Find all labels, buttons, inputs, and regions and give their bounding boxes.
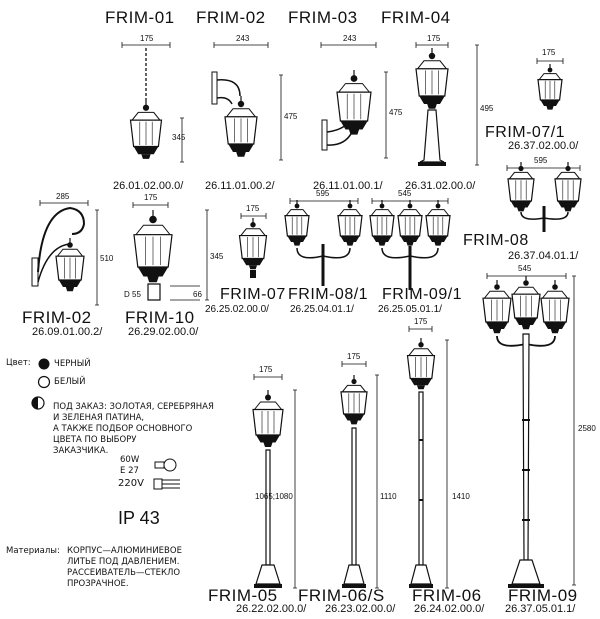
frim07-title: FRIM-07 bbox=[220, 286, 286, 303]
white-swatch-icon bbox=[39, 377, 50, 388]
frim02-drawing bbox=[32, 208, 84, 293]
frim04-code: 26.31.02.00.0/ bbox=[405, 180, 476, 192]
materials-label: Материалы: bbox=[6, 546, 60, 556]
frim07-drawing bbox=[238, 217, 268, 278]
frim02-code: 26.09.01.00.2/ bbox=[32, 326, 103, 338]
frim08-1-width: 595 bbox=[316, 189, 330, 198]
top-title-frim02: FRIM-02 bbox=[196, 8, 266, 27]
frim07-1-code: 26.37.02.00.0/ bbox=[508, 140, 579, 152]
ip-rating: IP 43 bbox=[118, 508, 160, 528]
top-title-frim03: FRIM-03 bbox=[288, 8, 358, 27]
frim01-code: 26.01.02.00.0/ bbox=[113, 180, 184, 192]
frim02-title: FRIM-02 bbox=[22, 308, 92, 327]
custom-order-note: ПОД ЗАКАЗ: ЗОЛОТАЯ, СЕРЕБРЯНАЯ И ЗЕЛЕНАЯ… bbox=[53, 402, 214, 456]
frim06s-height: 1110 bbox=[380, 492, 397, 501]
bulb-socket: E 27 bbox=[120, 466, 139, 476]
frim08-1-title: FRIM-08/1 bbox=[288, 286, 369, 303]
frim10-height: 345 bbox=[210, 252, 224, 261]
cfl-bulb-icon bbox=[154, 479, 180, 489]
frim04-width: 175 bbox=[427, 34, 441, 43]
frim08-width: 595 bbox=[534, 156, 548, 165]
frim08-1-code: 26.25.04.01.1/ bbox=[290, 304, 354, 315]
frim06s-drawing bbox=[340, 374, 368, 588]
top-title-frim01: FRIM-01 bbox=[105, 8, 175, 27]
materials-text: КОРПУС—АЛЮМИНИЕВОЕ ЛИТЬЕ ПОД ДАВЛЕНИЕМ. … bbox=[67, 546, 182, 589]
frim06s-code: 26.23.02.00.0/ bbox=[325, 603, 396, 615]
color-black-label: ЧЕРНЫЙ bbox=[54, 359, 91, 369]
bulb-power: 60W bbox=[120, 455, 140, 465]
frim07-1-title: FRIM-07/1 bbox=[485, 124, 566, 141]
dimension-lines bbox=[40, 42, 580, 588]
frim10-code: 26.29.02.00.0/ bbox=[128, 326, 199, 338]
frim04-drawing bbox=[415, 47, 449, 166]
frim06-height: 1410 bbox=[452, 492, 470, 501]
frim08-title: FRIM-08 bbox=[463, 232, 529, 249]
color-white-label: БЕЛЫЙ bbox=[54, 377, 86, 387]
frim02top-width: 243 bbox=[236, 34, 250, 43]
frim02-width: 285 bbox=[56, 192, 70, 201]
frim06-code: 26.24.02.00.0/ bbox=[414, 603, 485, 615]
color-label: Цвет: bbox=[6, 358, 31, 368]
half-swatch-icon bbox=[32, 397, 44, 409]
frim08-drawing bbox=[507, 161, 582, 232]
frim05-code: 26.22.02.00.0/ bbox=[236, 603, 307, 615]
frim09-title: FRIM-09 bbox=[508, 586, 578, 605]
frim10-base-diameter: D 55 bbox=[124, 290, 141, 299]
frim03-width: 243 bbox=[343, 34, 357, 43]
frim02top-drawing bbox=[212, 72, 258, 158]
frim06-title: FRIM-06 bbox=[412, 586, 482, 605]
frim01-height: 345 bbox=[172, 133, 186, 142]
frim09-drawing bbox=[482, 275, 570, 588]
frim03-code: 26.11.01.00.1/ bbox=[313, 180, 383, 192]
frim10-title: FRIM-10 bbox=[125, 308, 195, 327]
frim06-width: 175 bbox=[414, 317, 428, 326]
frim05-drawing bbox=[252, 389, 284, 588]
frim09-1-drawing bbox=[369, 199, 451, 290]
frim03-height: 475 bbox=[389, 108, 403, 117]
frim02-height: 510 bbox=[100, 254, 114, 263]
frim08-1-drawing bbox=[284, 199, 363, 286]
frim05-title: FRIM-05 bbox=[208, 586, 278, 605]
frim10-width: 175 bbox=[144, 193, 158, 202]
frim06s-title: FRIM-06/S bbox=[298, 586, 385, 605]
frim09-1-code: 26.25.05.01.1/ bbox=[378, 304, 442, 315]
frim09-1-width: 545 bbox=[398, 189, 412, 198]
frim08-code: 26.37.04.01.1/ bbox=[508, 250, 579, 262]
frim04-height: 495 bbox=[480, 104, 494, 113]
frim07-1-width: 175 bbox=[542, 48, 556, 57]
frim06s-width: 175 bbox=[347, 352, 361, 361]
frim09-code: 26.37.05.01.1/ bbox=[505, 603, 576, 615]
frim05-width: 175 bbox=[259, 365, 273, 374]
frim02top-height: 475 bbox=[284, 112, 298, 121]
frim09-width: 545 bbox=[518, 264, 532, 273]
frim09-1-title: FRIM-09/1 bbox=[382, 286, 463, 303]
black-swatch-icon bbox=[38, 358, 50, 370]
incandescent-bulb-icon bbox=[155, 459, 176, 471]
frim01-width: 175 bbox=[140, 34, 154, 43]
frim07-code: 26.25.02.00.0/ bbox=[205, 304, 269, 315]
frim01-drawing bbox=[129, 48, 163, 160]
frim09-height: 2580 bbox=[578, 424, 596, 433]
frim10-drawing bbox=[132, 208, 174, 300]
frim07-width: 175 bbox=[246, 204, 260, 213]
frim02top-code: 26.11.01.00.2/ bbox=[205, 180, 275, 192]
frim05-height: 1065;1080 bbox=[255, 492, 293, 501]
bulb-voltage: 220V bbox=[118, 478, 144, 489]
frim07-1-drawing bbox=[537, 63, 563, 111]
frim10-base-height: 66 bbox=[193, 290, 202, 299]
frim03-drawing bbox=[322, 68, 373, 150]
top-title-frim04: FRIM-04 bbox=[381, 8, 451, 27]
frim06-drawing bbox=[406, 337, 436, 588]
